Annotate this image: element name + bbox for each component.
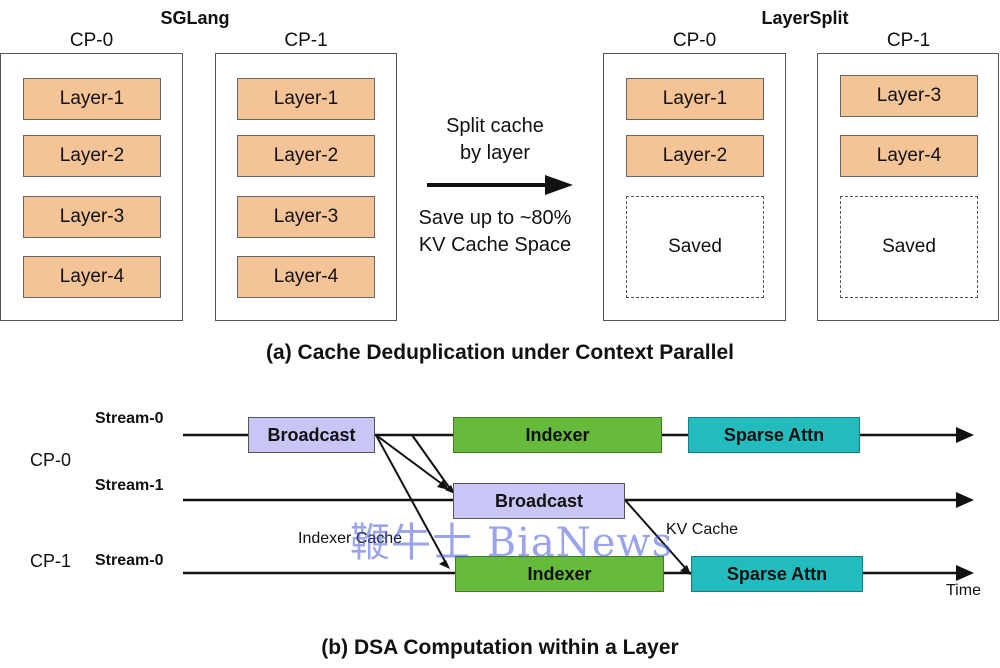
layersplit-title: LayerSplit [761,8,849,28]
caption-a: (a) Cache Deduplication under Context Pa… [266,341,734,364]
stream0-cp0-arrowhead [956,427,974,443]
layersplit-cp0-layer-1: Layer-1 [626,78,764,120]
sglang-cp1-layer-2: Layer-2 [237,135,375,177]
indexer-cache-note: Indexer Cache [298,530,403,547]
sparse-attn-cp0-block: Sparse Attn [688,417,860,453]
sglang-cp0-layer-2: Layer-2 [23,135,161,177]
layersplit-cp1-layer-3: Layer-3 [840,75,978,117]
layersplit-cp1-label: CP-1 [886,30,931,51]
sglang-cp0-layer-3: Layer-3 [23,196,161,238]
sparse-attn-cp1-block: Sparse Attn [691,556,863,592]
sglang-cp0-layer-4: Layer-4 [23,256,161,298]
stream1-cp0-arrowhead [956,492,974,508]
stream-0b-label: Stream-0 [95,552,164,569]
broadcast-cp0-block: Broadcast [248,417,375,453]
stream-0-label: Stream-0 [95,410,164,427]
layersplit-cp0-saved: Saved [626,196,764,298]
kv-cache-arrow [624,499,689,572]
watermark: 鞭牛士 BiaNews [350,520,674,566]
bcast-to-indexer-cp1-arrow [375,434,448,566]
layersplit-cp1-saved: Saved [840,196,978,298]
sglang-cp1-layer-3: Layer-3 [237,196,375,238]
layersplit-cp1-layer-4: Layer-4 [840,135,978,177]
layersplit-cp0-layer-2: Layer-2 [626,135,764,177]
bcast2-to-indexer-cp1-arrow [411,434,452,491]
bcast2-to-indexer-cp1-head [445,485,455,494]
sglang-cp0-layer-1: Layer-1 [23,78,161,120]
time-label: Time [946,582,981,599]
layersplit-cp0-label: CP-0 [672,30,717,51]
broadcast-stream1-block: Broadcast [453,483,625,519]
cp0-side-label: CP-0 [30,450,72,470]
split-cache-line-2: by layer [459,142,531,164]
indexer-cp0-block: Indexer [453,417,662,453]
stream-1-label: Stream-1 [95,477,164,494]
indexer-cp1-block: Indexer [455,556,664,592]
sglang-cp1-layer-4: Layer-4 [237,256,375,298]
split-arrow [427,175,573,195]
split-cache-text: Split cache by layer [400,113,590,167]
kv-cache-head [680,565,691,575]
save-space-line-2: KV Cache Space [418,234,572,256]
save-space-text: Save up to ~80% KV Cache Space [395,205,595,259]
stream0-cp1-arrowhead [956,565,974,581]
cp1-side-label: CP-1 [30,551,72,571]
kv-cache-note: KV Cache [666,521,739,538]
sglang-cp1-layer-1: Layer-1 [237,78,375,120]
caption-b: (b) DSA Computation within a Layer [321,636,679,659]
save-space-line-1: Save up to ~80% [418,207,572,229]
bcast-to-bcast2-arrow [375,434,447,488]
split-cache-line-1: Split cache [446,115,544,137]
sglang-cp0-label: CP-0 [69,30,114,51]
bcast-to-bcast2-head [437,480,449,490]
bcast-to-indexer-cp1-head [439,560,450,569]
sglang-cp1-label: CP-1 [284,30,328,51]
sglang-title: SGLang [160,8,230,28]
